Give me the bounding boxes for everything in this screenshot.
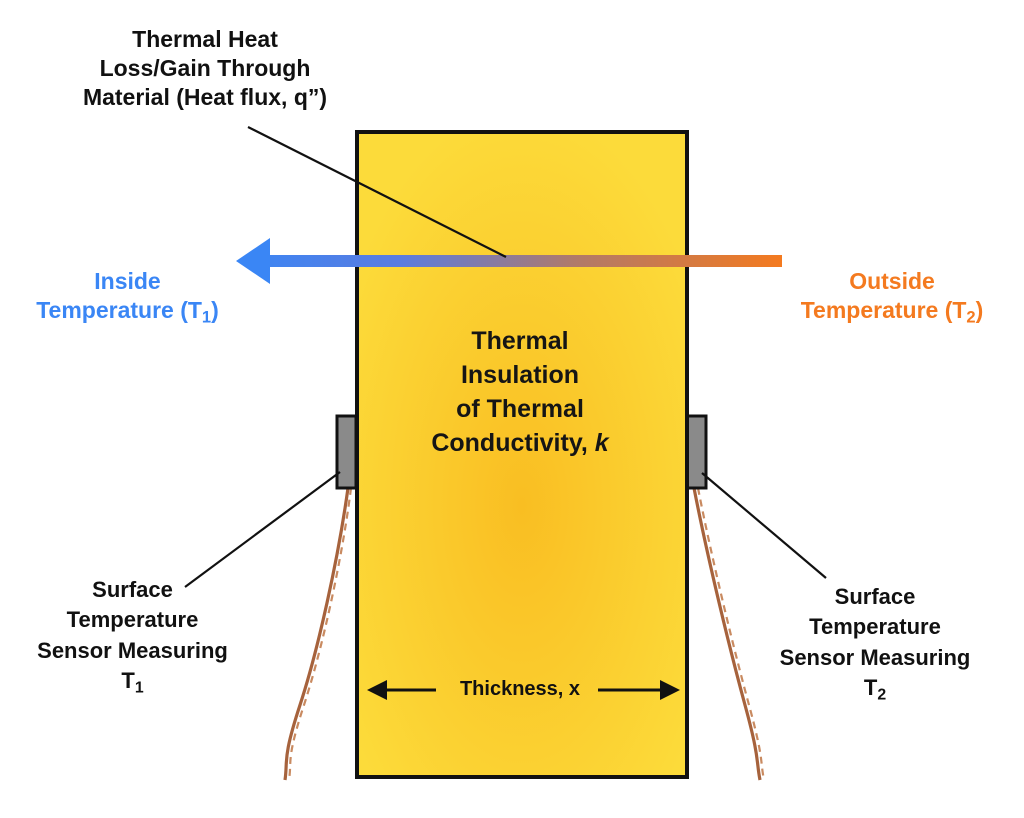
inside-label-subscript: 1	[201, 307, 212, 327]
outside-label-close: )	[975, 296, 984, 323]
sensor2-leader-line	[701, 472, 827, 579]
sensor1-label: Surface Temperature Sensor Measuring T1	[30, 575, 235, 696]
inside-temperature-label: Inside Temperature (T1)	[0, 267, 255, 325]
heat-flux-label-line1: Thermal Heat	[132, 26, 278, 52]
inside-label-line2: Temperature (T1)	[0, 296, 255, 325]
sensor2-label-t: T	[863, 675, 878, 701]
insulation-label-line2: Insulation	[460, 361, 580, 389]
sensor1-label-line2: Temperature	[66, 607, 199, 633]
sensor-pad-right	[685, 414, 708, 490]
sensor1-label-line1: Surface	[92, 577, 173, 602]
sensor2-label-subscript: 2	[877, 686, 887, 704]
sensor2-label-line3: Sensor Measuring	[779, 644, 971, 670]
sensor1-leader-line	[184, 471, 341, 588]
sensor2-label-line2: Temperature	[809, 614, 941, 640]
conductivity-symbol: k	[594, 429, 609, 457]
thickness-label: Thickness, x	[459, 678, 581, 700]
insulation-label-line1: Thermal	[471, 327, 569, 355]
inside-label-line1: Inside	[94, 268, 161, 294]
insulation-block	[355, 130, 689, 779]
heat-flux-label-line3: Material (Heat flux, q”)	[82, 83, 328, 110]
outside-label-line2: Temperature (T2)	[772, 296, 1012, 325]
outside-label-text: Temperature (T	[800, 296, 967, 323]
outside-temperature-label: Outside Temperature (T2)	[772, 267, 1012, 325]
sensor-wire-right	[692, 487, 766, 781]
sensor2-label-line4: T2	[765, 673, 985, 703]
sensor1-label-t: T	[121, 668, 135, 694]
insulation-label-line4-text: Conductivity,	[431, 429, 595, 457]
heat-flux-arrow	[236, 238, 782, 284]
flux-leader-line	[247, 126, 507, 258]
insulation-label-line3: of Thermal	[456, 395, 584, 423]
insulation-label-line4: Conductivity, k	[375, 426, 665, 460]
heat-flux-label-line2: Loss/Gain Through	[99, 54, 311, 81]
sensor-pad-left	[335, 414, 358, 490]
heat-flux-label: Thermal Heat Loss/Gain Through Material …	[20, 25, 390, 112]
thickness-arrow	[367, 680, 680, 700]
sensor2-label-line1: Surface	[834, 584, 916, 609]
inside-label-text: Temperature (T	[36, 296, 202, 323]
sensor1-label-line4: T1	[30, 666, 235, 696]
inside-label-close: )	[211, 296, 219, 323]
sensor2-label: Surface Temperature Sensor Measuring T2	[765, 582, 985, 703]
outside-label-subscript: 2	[966, 307, 976, 327]
sensor-wire-left	[283, 487, 353, 781]
outside-label-line1: Outside	[849, 268, 935, 294]
sensor1-label-subscript: 1	[134, 679, 144, 697]
insulation-label: Thermal Insulation of Thermal Conductivi…	[375, 324, 665, 460]
sensor1-label-line3: Sensor Measuring	[37, 637, 228, 663]
